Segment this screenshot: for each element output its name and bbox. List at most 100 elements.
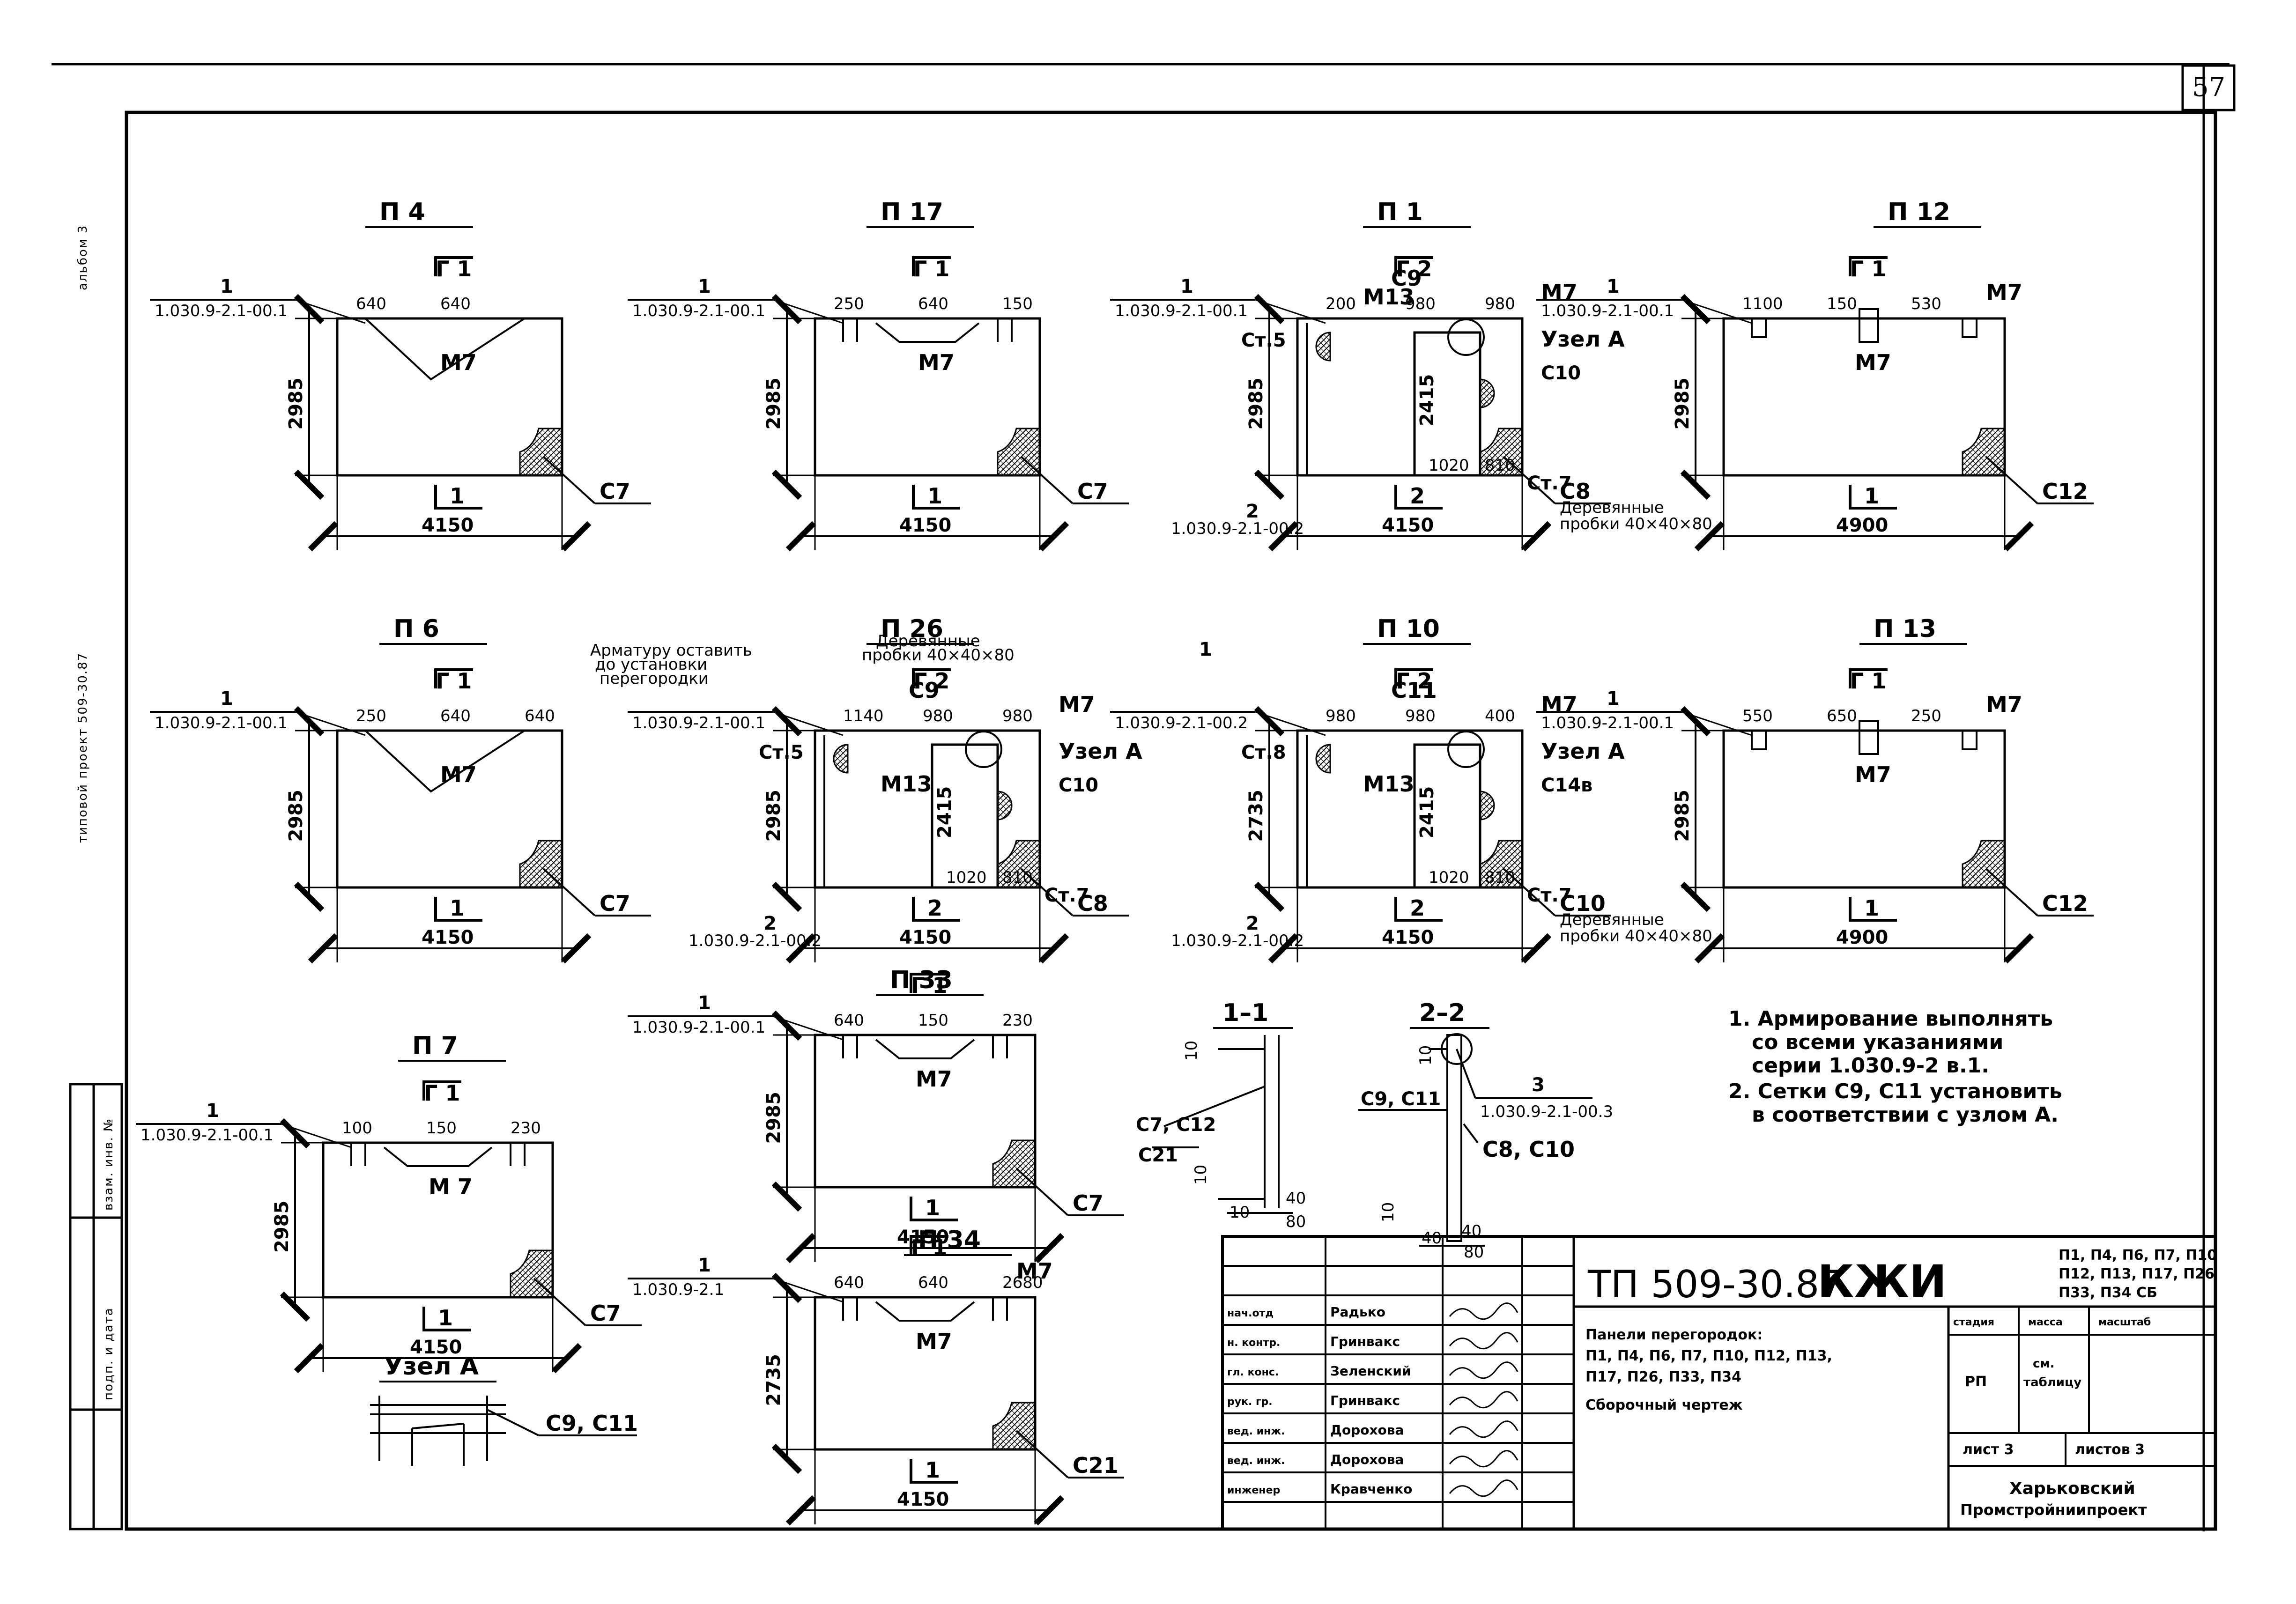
- project-label: типовой проект 509-30.87: [76, 652, 90, 843]
- panel-width-dim: 4150: [1382, 515, 1434, 536]
- note-line-2: со всеми указаниями: [1752, 1030, 2003, 1054]
- stamp-person-0: Радько: [1330, 1304, 1385, 1320]
- stamp-name-4: Сборочный чертеж: [1585, 1397, 1743, 1413]
- notes: 1. Армирование выполнять со всеми указан…: [1728, 1007, 2062, 1127]
- panel-height-dim: 2985: [763, 790, 785, 842]
- panel-dim-d1: 250: [834, 295, 864, 313]
- panel-ref1: 1: [698, 1255, 711, 1276]
- panel-dim-1020: 1020: [946, 868, 987, 887]
- panel-mark: М7: [1855, 350, 1891, 375]
- signature-2: [1449, 1361, 1518, 1379]
- panel-title: П 26: [881, 615, 943, 643]
- panel-ref1: 1: [1607, 688, 1620, 710]
- panel-arm-1: Арматуру оставить: [590, 641, 752, 660]
- stamp-role-0: нач.отд: [1227, 1308, 1274, 1319]
- panel-mesh-label: С7: [1073, 1190, 1104, 1216]
- panel-mesh-label: С12: [2042, 891, 2088, 916]
- panel-width-dim: 4150: [1382, 927, 1434, 948]
- replaced-label: взам. инв. №: [102, 1118, 116, 1211]
- panel-ref3: 2: [1246, 501, 1259, 522]
- section-2-2-ref1: 3: [1532, 1074, 1545, 1096]
- panel-section-bottom: 2: [1410, 483, 1425, 509]
- panel-mark-m13: М13: [1363, 284, 1415, 310]
- panel-section-top: Г 1: [1850, 256, 1886, 281]
- panel-width-dim: 4900: [1836, 927, 1888, 948]
- signature-3: [1449, 1391, 1518, 1409]
- panel-num1: 1: [1199, 639, 1212, 660]
- panel-mesh-label: С8: [1560, 479, 1591, 504]
- panel-ref2: 1.030.9-2.1-00.1: [1541, 302, 1674, 320]
- panel-dim-d1: 250: [356, 707, 386, 725]
- panel-mark: М 7: [429, 1174, 473, 1199]
- panel-dim-d2: 980: [1405, 295, 1436, 313]
- panel-ref1: 1: [698, 992, 711, 1014]
- panel-arm-2: до установки: [595, 655, 707, 674]
- panel-dim-d1: 640: [834, 1273, 864, 1292]
- panel-ref2: 1.030.9-2.1-00.1: [1541, 714, 1674, 732]
- panel-dim-d2: 150: [426, 1119, 457, 1138]
- section-2-2-label-2: С8, С10: [1482, 1137, 1575, 1162]
- panel-title: П 33: [890, 966, 953, 994]
- panel-wood-1: Деревянные: [1560, 910, 1664, 929]
- panel-title: П 13: [1874, 615, 1936, 643]
- note-line-4: 2. Сетки С9, С11 установить: [1728, 1079, 2062, 1103]
- panel-wood-2: пробки 40×40×80: [862, 646, 1015, 665]
- stamp-role-2: гл. конс.: [1227, 1367, 1279, 1378]
- panel-mesh-label: С8: [1077, 891, 1108, 916]
- panel-height-dim: 2985: [1245, 377, 1267, 429]
- panel-dim-d2: 980: [1405, 707, 1436, 725]
- panel-mesh-label: С7: [590, 1301, 621, 1326]
- stamp-name-3: П17, П26, П33, П34: [1585, 1369, 1741, 1385]
- section-1-1-label-2: С21: [1138, 1145, 1178, 1166]
- panel-width-dim: 4150: [899, 927, 951, 948]
- panel-mesh-label: С10: [1560, 891, 1606, 916]
- knot-a-label: С9, С11: [546, 1411, 638, 1436]
- note-line-1: 1. Армирование выполнять: [1728, 1007, 2053, 1031]
- panel-ref1: 1: [220, 688, 233, 710]
- panel-dim-d1: 1140: [843, 707, 884, 725]
- stamp-mass-2: таблицу: [2023, 1375, 2081, 1390]
- panel-dim-d2: 150: [1827, 295, 1857, 313]
- panel-ref2: 1.030.9-2.1-00.1: [1115, 302, 1248, 320]
- panel-dim-d3: 980: [1485, 295, 1515, 313]
- panel-mark-m13: М13: [1363, 771, 1415, 797]
- panel-wood-2: пробки 40×40×80: [1560, 927, 1712, 946]
- stamp-person-2: Зеленский: [1330, 1363, 1411, 1379]
- panel-st-label: Ст.5: [759, 742, 804, 763]
- panel-dim-810: 810: [1485, 868, 1515, 887]
- section-2-2-dim-2: 10: [1379, 1202, 1398, 1222]
- panel-section-top: Г 2: [913, 668, 949, 694]
- panel-dim-d3: 230: [1002, 1011, 1033, 1030]
- panel-st-label: Ст.5: [1241, 330, 1286, 351]
- panel-dim-d3: 250: [1911, 707, 1941, 725]
- panel-section-top: Г 1: [436, 256, 472, 281]
- note-line-3: серии 1.030.9-2 в.1.: [1752, 1054, 1989, 1078]
- panel-section-top: Г 1: [911, 1235, 947, 1260]
- panel-knot-label: Узел А: [1059, 739, 1142, 764]
- panel-width-dim: 4150: [897, 1489, 949, 1510]
- stamp-col-scale: масштаб: [2098, 1316, 2151, 1328]
- panel-mark: М7: [440, 762, 477, 787]
- section-1-1-dim-4: 40: [1286, 1189, 1306, 1208]
- stamp-name-1: Панели перегородок:: [1585, 1327, 1763, 1343]
- panel-dim-d3: 980: [1002, 707, 1033, 725]
- panel-dim-d1: 100: [342, 1119, 372, 1138]
- stamp-person-6: Кравченко: [1330, 1481, 1412, 1497]
- panel-dim-d3: 400: [1485, 707, 1515, 725]
- panel-dim-d1: 980: [1326, 707, 1356, 725]
- panel-dim-d1: 550: [1742, 707, 1773, 725]
- panel-ref3: 2: [1246, 913, 1259, 934]
- panel-mesh2-label: С11: [1391, 678, 1437, 703]
- panel-width-dim: 4150: [422, 515, 474, 536]
- panel-wood-1: Деревянные: [1560, 498, 1664, 517]
- panel-mesh-label: С21: [1073, 1453, 1118, 1478]
- section-2-2-title: 2–2: [1419, 999, 1465, 1027]
- panel-dim-d1: 640: [356, 295, 386, 313]
- stamp-col-mass: масса: [2028, 1316, 2063, 1328]
- panel-dim-d2: 650: [1827, 707, 1857, 725]
- panel-mesh3-label: С14в: [1541, 775, 1592, 796]
- signature-6: [1449, 1479, 1518, 1497]
